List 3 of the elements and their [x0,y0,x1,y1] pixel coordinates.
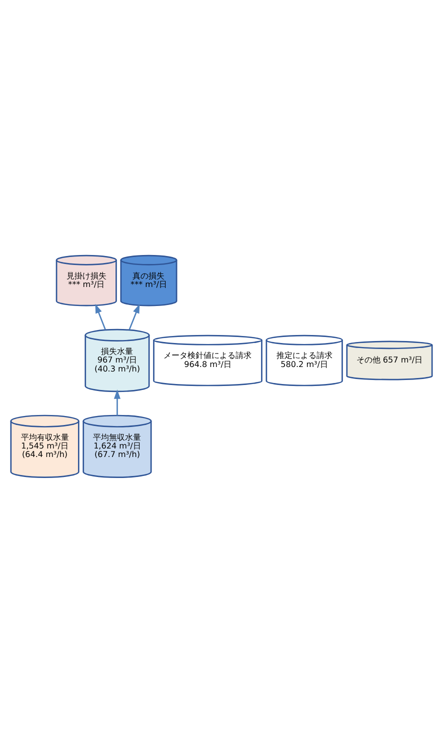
arrow [128,304,140,330]
arrow [95,304,106,330]
arrow [114,390,121,416]
